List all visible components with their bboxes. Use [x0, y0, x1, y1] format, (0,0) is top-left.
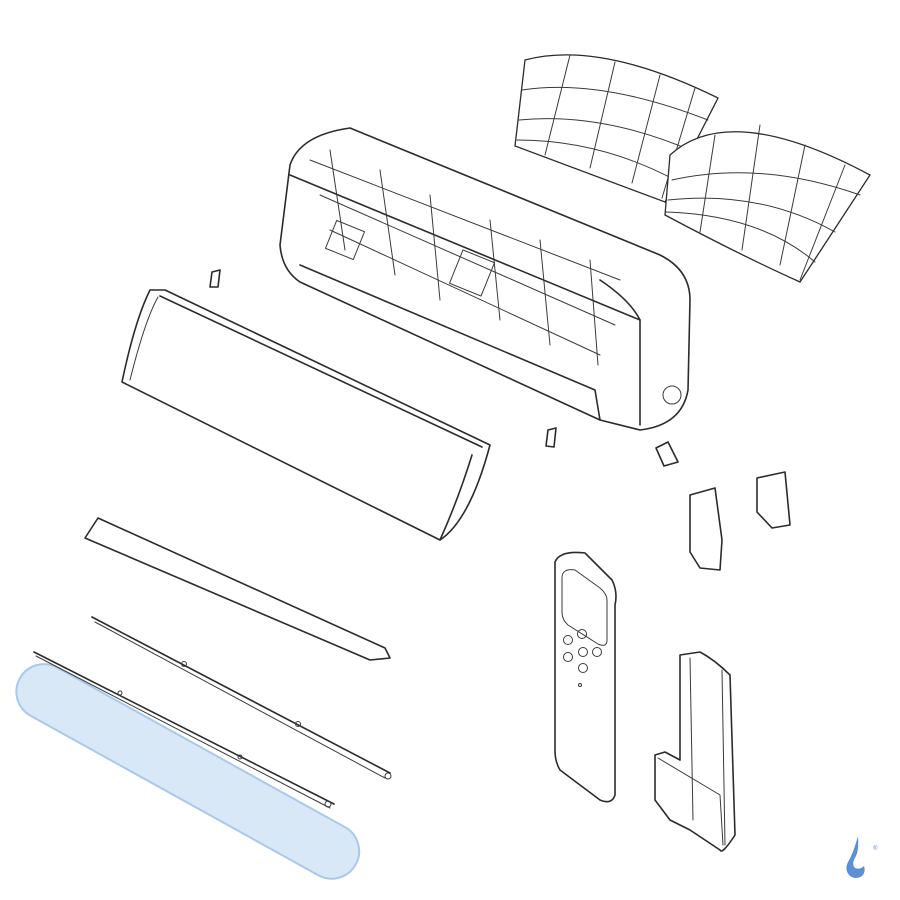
remote-holder	[654, 651, 736, 852]
side-cover-right	[756, 471, 791, 529]
panel-clip-left	[209, 269, 221, 288]
remote-control	[554, 551, 617, 803]
air-filter-right	[664, 124, 871, 283]
panel-clip-right	[545, 427, 557, 448]
side-cover-left	[689, 487, 723, 571]
deflector-blade	[84, 517, 391, 661]
wall-bracket-clip	[655, 441, 679, 467]
air-filter-left	[514, 54, 719, 203]
flap-link-rod	[91, 616, 392, 780]
registered-mark: ®	[873, 846, 878, 852]
indoor-unit-chassis	[279, 127, 691, 431]
front-panel	[121, 289, 491, 541]
water-drop-logo-icon	[846, 836, 865, 878]
lower-horizontal-flap-rod[interactable]	[6, 651, 369, 889]
